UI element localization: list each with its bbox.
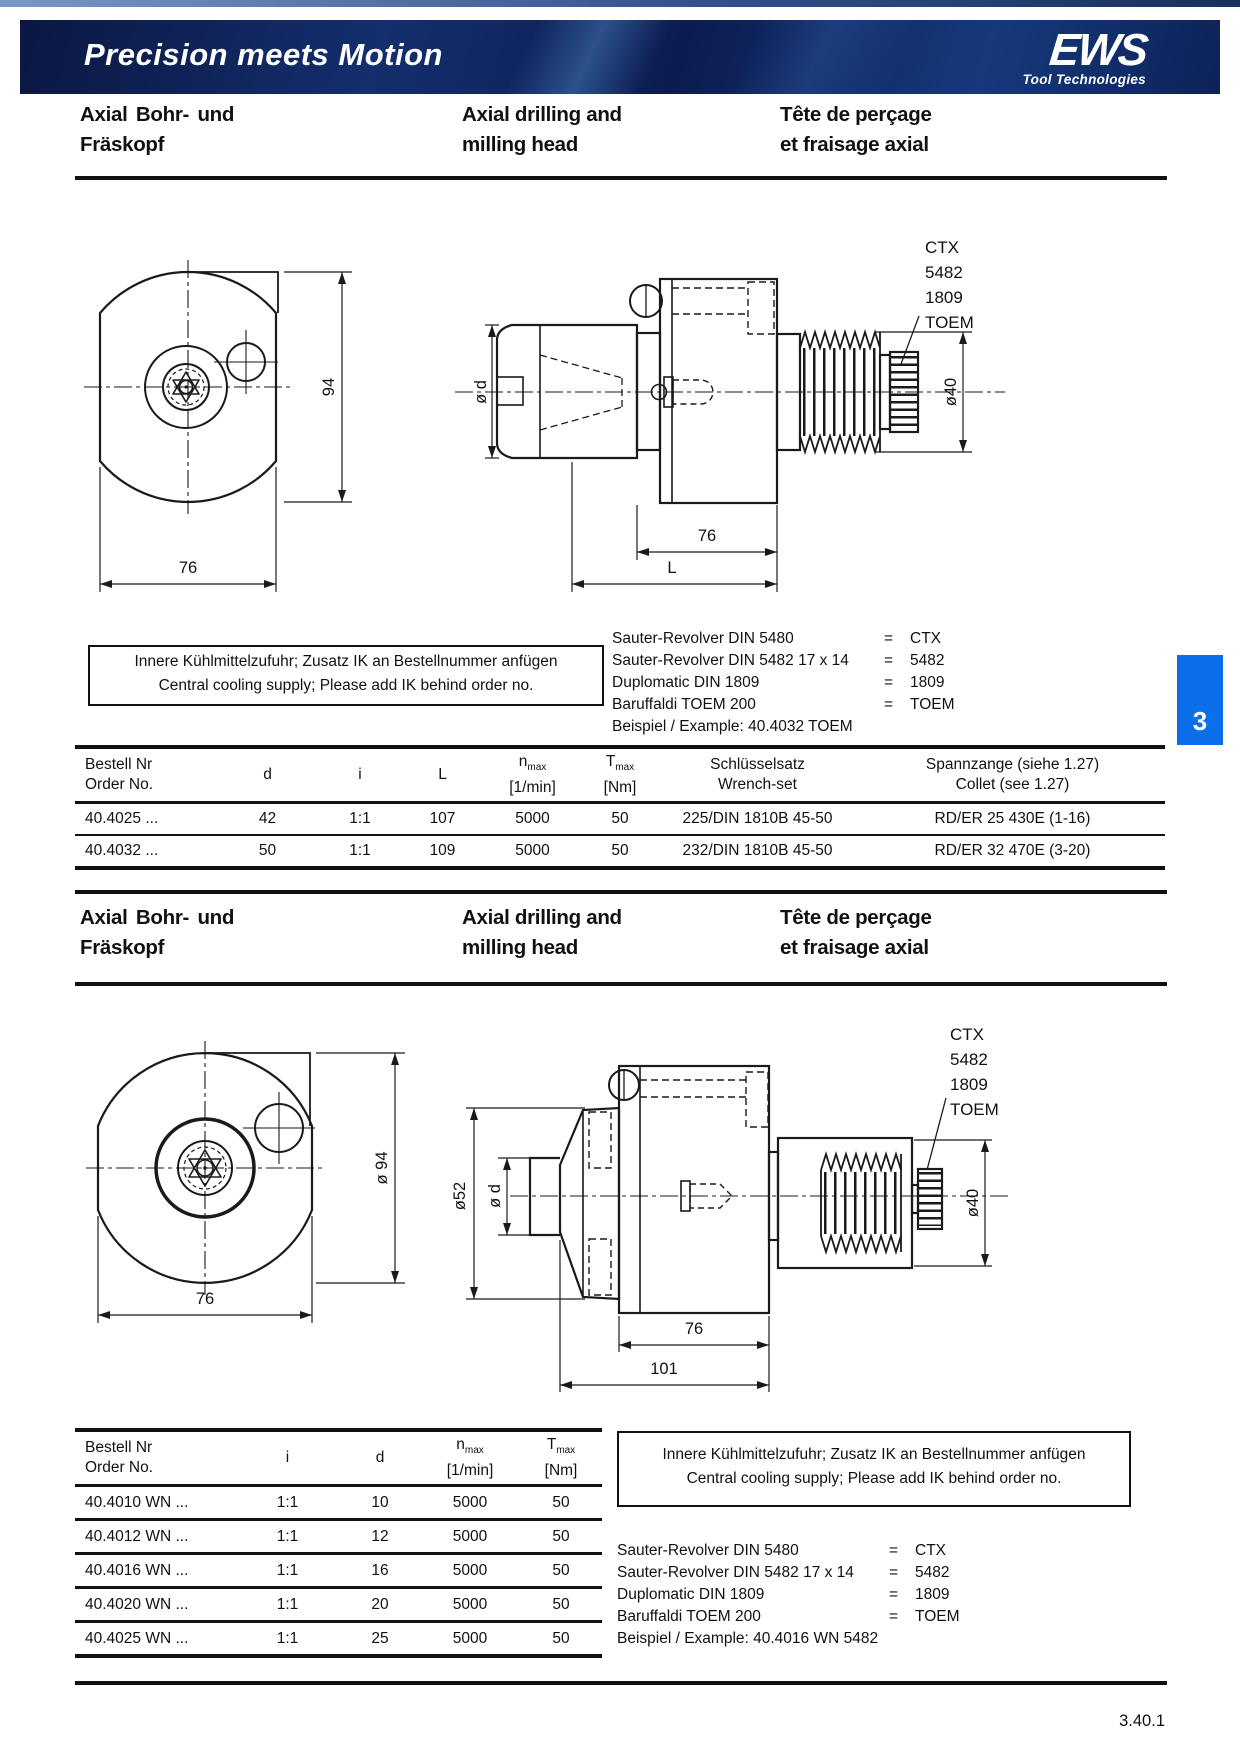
table-row: 40.4020 WN ... 1:1 20 5000 50 <box>75 1588 602 1622</box>
svg-text:TOEM: TOEM <box>950 1100 999 1119</box>
chapter-tab-3: 3 <box>1177 655 1223 745</box>
section1-title-fr: Tête de perçage et fraisage axial <box>780 103 932 156</box>
header-slogan: Precision meets Motion <box>84 37 443 72</box>
callout-ctx-1: CTX 5482 1809 TOEM <box>900 238 974 365</box>
cooling-note-box-1: Innere Kühlmittelzufuhr; Zusatz IK an Be… <box>88 645 604 706</box>
dim-od-2: ø d <box>486 1184 504 1208</box>
ews-logo: EWS Tool Technologies <box>1022 24 1149 87</box>
front-view-1-dimensions: 94 76 <box>99 271 352 592</box>
section1-title-en: Axial drilling and milling head <box>462 103 622 156</box>
col-collet: Spannzange (siehe 1.27)Collet (see 1.27) <box>925 756 1100 793</box>
front-view-2-dimensions: ø 94 76 <box>97 1052 405 1323</box>
dim-76-front2: 76 <box>196 1290 214 1308</box>
drawing-axial-head-1: 94 76 <box>84 238 1005 592</box>
cooling-note-box-2: Innere Kühlmittelzufuhr; Zusatz IK an Be… <box>617 1431 1131 1507</box>
svg-text:1809: 1809 <box>950 1075 988 1094</box>
table-row: 40.4025 WN ... 1:1 25 5000 50 <box>85 1629 570 1647</box>
ews-logo-tagline: Tool Technologies <box>1022 72 1146 87</box>
page-number: 3.40.1 <box>1119 1712 1165 1730</box>
dim-94: 94 <box>320 378 338 396</box>
table-row: 40.4016 WN ... 1:1 16 5000 50 <box>75 1554 602 1588</box>
equivalence-list-2: Sauter-Revolver DIN 5480=CTX Sauter-Revo… <box>617 1540 1087 1650</box>
ews-logo-text: EWS <box>1046 24 1149 75</box>
side-view-1-dimensions: ø d ø40 76 L <box>472 324 972 592</box>
section2-title-fr: Tête de perçage et fraisage axial <box>780 906 932 959</box>
dim-L: L <box>667 559 676 577</box>
page-top-strip <box>0 0 1240 7</box>
side-view-1 <box>455 277 1005 505</box>
col-i: i <box>285 1449 290 1466</box>
section1-title-de: Axial Bohr- und Fräskopf <box>80 103 235 156</box>
svg-text:1809: 1809 <box>925 288 963 307</box>
svg-text:CTX: CTX <box>950 1025 984 1044</box>
header-banner: Precision meets Motion EWS Tool Technolo… <box>20 20 1220 94</box>
section2-title-de: Axial Bohr- und Fräskopf <box>80 906 235 959</box>
table-row: 40.4032 ... 50 1:1 109 5000 50 232/DIN 1… <box>85 842 1091 859</box>
front-view-2 <box>86 1041 324 1295</box>
col-nmax: nmax[1/min] <box>509 752 556 797</box>
table-row: 40.4010 WN ... 1:1 10 5000 50 <box>75 1486 602 1520</box>
table-row: 40.4012 WN ... 1:1 12 5000 50 <box>75 1520 602 1554</box>
col-tmax: Tmax[Nm] <box>544 1435 578 1480</box>
footer-rule <box>75 1681 1167 1685</box>
svg-text:TOEM: TOEM <box>925 313 974 332</box>
front-view-1 <box>84 260 292 514</box>
dim-76-front1: 76 <box>179 559 197 577</box>
svg-text:5482: 5482 <box>950 1050 988 1069</box>
dim-76-side1: 76 <box>698 527 716 545</box>
side-view-2-dimensions: ø52 ø d ø40 76 101 <box>451 1107 992 1392</box>
equivalence-list-1: Sauter-Revolver DIN 5480=CTX Sauter-Revo… <box>612 628 1082 738</box>
drawing-axial-head-2: ø 94 76 <box>86 1025 1010 1392</box>
dim-76-side2: 76 <box>685 1320 703 1338</box>
col-i: i <box>358 766 362 783</box>
dim-o40: ø40 <box>942 378 960 406</box>
col-d: d <box>263 766 272 783</box>
rule-under-titles-2 <box>75 982 1167 986</box>
table-row: 40.4025 ... 42 1:1 107 5000 50 225/DIN 1… <box>75 803 1165 835</box>
rule-section-divider <box>75 890 1167 894</box>
callout-ctx-2: CTX 5482 1809 TOEM <box>926 1025 999 1171</box>
dim-o52: ø52 <box>451 1182 469 1210</box>
col-d: d <box>375 1449 385 1466</box>
example-order-2: Beispiel / Example: 40.4016 WN 5482 <box>617 1630 879 1647</box>
dim-101: 101 <box>650 1360 678 1378</box>
side-view-2 <box>510 1064 1010 1315</box>
section2-title-en: Axial drilling and milling head <box>462 906 622 959</box>
dim-o94: ø 94 <box>373 1151 391 1184</box>
col-tmax: Tmax[Nm] <box>603 752 637 797</box>
example-order-1: Beispiel / Example: 40.4032 TOEM <box>612 718 853 735</box>
dim-od: ø d <box>472 380 490 404</box>
col-L: L <box>438 766 447 783</box>
dim-o40-2: ø40 <box>964 1189 982 1217</box>
svg-text:CTX: CTX <box>925 238 959 257</box>
svg-text:5482: 5482 <box>925 263 963 282</box>
col-nmax: nmax[1/min] <box>446 1435 494 1480</box>
rule-under-titles-1 <box>75 176 1167 180</box>
